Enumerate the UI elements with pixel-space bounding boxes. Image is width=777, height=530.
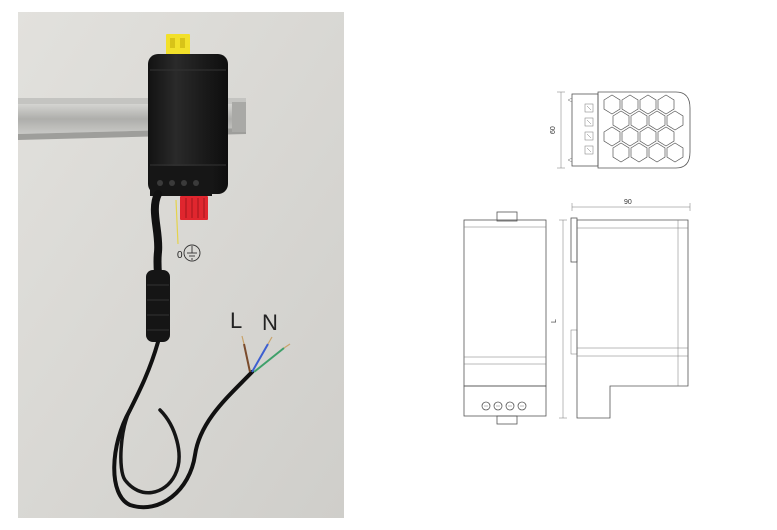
red-terminal-block <box>180 196 208 220</box>
earth-label: 0 <box>177 250 183 261</box>
power-cable <box>112 190 254 510</box>
heater-housing <box>148 54 228 196</box>
dim-width-label: 90 <box>624 199 632 206</box>
wire-label-n: N <box>262 310 278 335</box>
earth-wire <box>175 199 179 245</box>
wire-label-l: L <box>230 308 242 333</box>
grille-pattern <box>603 94 684 163</box>
wire-ends <box>241 335 291 373</box>
dim-height-label: 60 <box>550 126 557 134</box>
side-view-drawing: 90 L <box>551 199 691 419</box>
earth-icon <box>183 244 201 262</box>
dim-length-label: L <box>551 319 558 323</box>
yellow-connector <box>166 34 190 56</box>
front-view-drawing <box>463 211 547 425</box>
top-view-drawing: 60 <box>550 91 691 169</box>
